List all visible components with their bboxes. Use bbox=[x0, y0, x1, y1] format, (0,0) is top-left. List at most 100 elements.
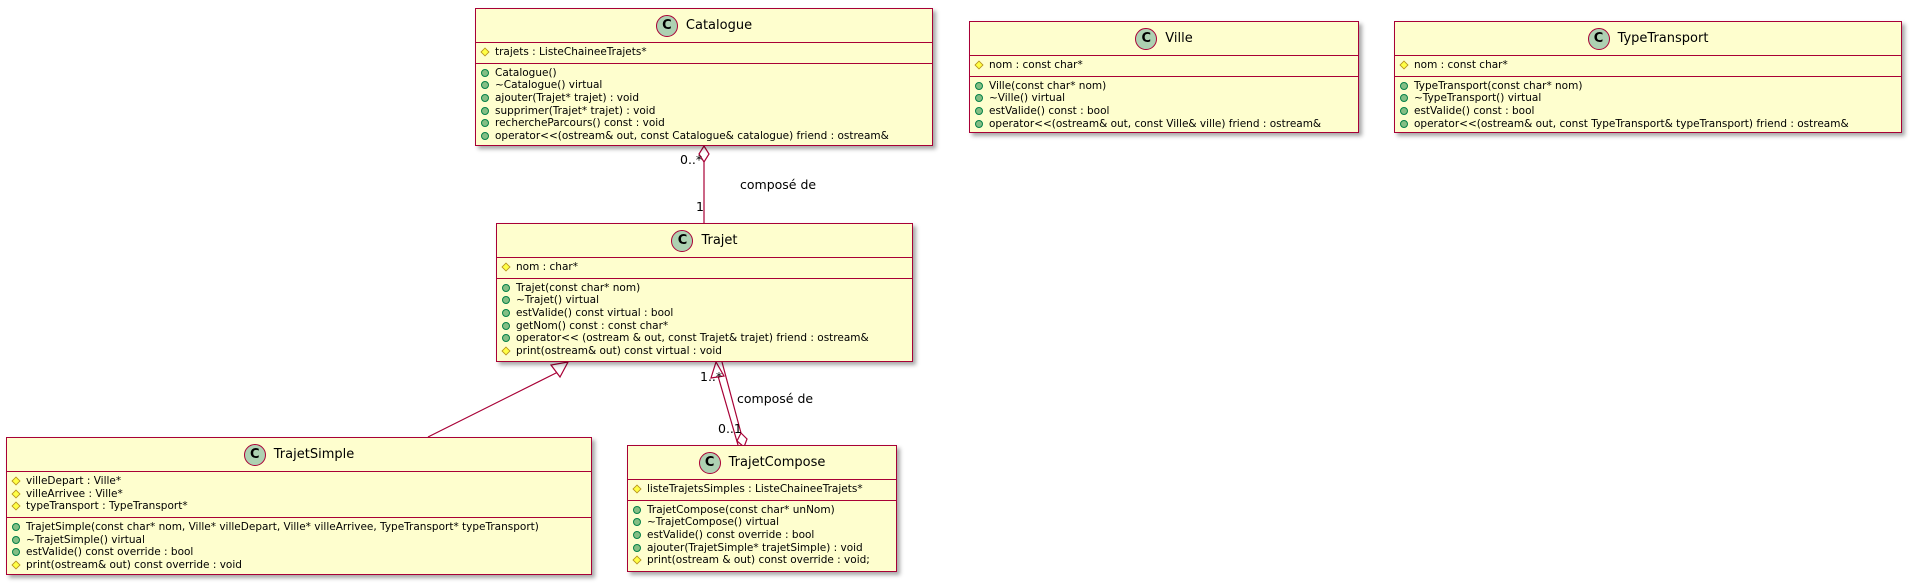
trajet-compose-multiplicity-from: 1..* bbox=[700, 369, 723, 384]
attribute-row: nom : char* bbox=[497, 261, 912, 274]
method-row: ~Ville() virtual bbox=[970, 92, 1358, 105]
method-text: operator<<(ostream& out, const Catalogue… bbox=[495, 129, 889, 142]
class-name: Catalogue bbox=[685, 18, 753, 33]
method-row: TrajetSimple(const char* nom, Ville* vil… bbox=[7, 521, 591, 534]
protected-visibility-icon bbox=[501, 346, 511, 356]
public-visibility-icon bbox=[481, 119, 489, 128]
method-row: operator<<(ostream& out, const TypeTrans… bbox=[1395, 117, 1901, 130]
method-row: print(ostream& out) const virtual : void bbox=[497, 345, 912, 358]
class-attributes: nom : char* bbox=[497, 258, 912, 278]
method-row: estValide() const virtual : bool bbox=[497, 307, 912, 320]
method-row: print(ostream& out) const override : voi… bbox=[7, 559, 591, 572]
class-name: TrajetCompose bbox=[728, 455, 826, 470]
public-visibility-icon bbox=[481, 94, 489, 103]
protected-visibility-icon bbox=[11, 476, 21, 486]
public-visibility-icon bbox=[1400, 81, 1408, 90]
class-attributes: nom : const char* bbox=[1395, 56, 1901, 76]
attribute-text: nom : char* bbox=[516, 261, 578, 274]
public-visibility-icon bbox=[12, 523, 20, 532]
class-badge-icon: C bbox=[243, 443, 266, 466]
public-visibility-icon bbox=[502, 283, 510, 292]
method-text: print(ostream & out) const override : vo… bbox=[647, 554, 870, 567]
public-visibility-icon bbox=[633, 505, 641, 514]
attribute-row: villeDepart : Ville* bbox=[7, 475, 591, 488]
method-text: getNom() const : const char* bbox=[516, 319, 669, 332]
class-trajetcompose[interactable]: C TrajetCompose listeTrajetsSimples : List… bbox=[627, 445, 897, 572]
method-row: print(ostream & out) const override : vo… bbox=[628, 554, 896, 567]
class-header: C TrajetCompose bbox=[628, 446, 896, 480]
public-visibility-icon bbox=[975, 94, 983, 103]
catalogue-multiplicity: 0..* bbox=[680, 152, 703, 167]
method-text: Trajet(const char* nom) bbox=[516, 281, 641, 294]
protected-visibility-icon bbox=[11, 489, 21, 499]
method-text: TrajetCompose(const char* unNom) bbox=[647, 503, 835, 516]
catalogue-trajet-label: composé de bbox=[740, 177, 817, 192]
method-text: estValide() const override : bool bbox=[647, 529, 815, 542]
class-badge-icon: C bbox=[698, 451, 721, 474]
method-row: estValide() const override : bool bbox=[7, 546, 591, 559]
class-name: Trajet bbox=[701, 233, 738, 248]
method-row: rechercheParcours() const : void bbox=[476, 117, 932, 130]
public-visibility-icon bbox=[12, 535, 20, 544]
class-badge-icon: C bbox=[671, 229, 694, 252]
method-text: ~Trajet() virtual bbox=[516, 294, 600, 307]
class-methods: TrajetSimple(const char* nom, Ville* vil… bbox=[7, 516, 591, 575]
method-row: TypeTransport(const char* nom) bbox=[1395, 80, 1901, 93]
trajet-compose-label: composé de bbox=[737, 391, 814, 406]
public-visibility-icon bbox=[502, 334, 510, 343]
method-row: estValide() const : bool bbox=[1395, 105, 1901, 118]
catalogue-aggregation-diamond bbox=[698, 144, 710, 164]
protected-visibility-icon bbox=[632, 555, 642, 565]
method-row: ~Trajet() virtual bbox=[497, 294, 912, 307]
method-text: ajouter(TrajetSimple* trajetSimple) : vo… bbox=[647, 541, 863, 554]
attribute-text: nom : const char* bbox=[989, 59, 1083, 72]
protected-visibility-icon bbox=[501, 262, 511, 272]
class-attributes: nom : const char* bbox=[970, 56, 1358, 76]
class-header: C Trajet bbox=[497, 224, 912, 258]
class-badge-icon: C bbox=[1135, 27, 1158, 50]
method-row: ~TrajetCompose() virtual bbox=[628, 516, 896, 529]
method-text: operator<<(ostream& out, const TypeTrans… bbox=[1414, 117, 1849, 130]
method-row: ~TrajetSimple() virtual bbox=[7, 533, 591, 546]
protected-visibility-icon bbox=[11, 560, 21, 570]
public-visibility-icon bbox=[481, 68, 489, 77]
trajetcompose-inheritance-link bbox=[717, 375, 739, 446]
method-row: Ville(const char* nom) bbox=[970, 80, 1358, 93]
public-visibility-icon bbox=[502, 296, 510, 305]
method-text: rechercheParcours() const : void bbox=[495, 117, 665, 130]
class-methods: TrajetCompose(const char* unNom)~TrajetC… bbox=[628, 499, 896, 571]
public-visibility-icon bbox=[633, 543, 641, 552]
trajetcompose-inheritance-arrow bbox=[710, 360, 725, 379]
method-text: estValide() const : bool bbox=[1414, 105, 1535, 118]
protected-visibility-icon bbox=[1399, 60, 1409, 70]
attribute-row: villeArrivee : Ville* bbox=[7, 488, 591, 501]
public-visibility-icon bbox=[975, 119, 983, 128]
class-attributes: villeDepart : Ville*villeArrivee : Ville… bbox=[7, 472, 591, 517]
method-text: Ville(const char* nom) bbox=[989, 79, 1107, 92]
trajetsimple-inheritance-arrow bbox=[549, 361, 570, 379]
public-visibility-icon bbox=[502, 321, 510, 330]
class-trajet[interactable]: C Trajet nom : char* Trajet(const char* nom… bbox=[496, 223, 913, 362]
method-text: ~Ville() virtual bbox=[989, 92, 1066, 105]
method-text: operator<< (ostream & out, const Trajet&… bbox=[516, 332, 869, 345]
method-row: estValide() const override : bool bbox=[628, 529, 896, 542]
public-visibility-icon bbox=[1400, 107, 1408, 116]
method-text: ajouter(Trajet* trajet) : void bbox=[495, 92, 640, 105]
method-text: ~Catalogue() virtual bbox=[495, 79, 603, 92]
protected-visibility-icon bbox=[480, 47, 490, 57]
public-visibility-icon bbox=[481, 106, 489, 115]
attribute-row: nom : const char* bbox=[1395, 59, 1901, 72]
method-row: getNom() const : const char* bbox=[497, 319, 912, 332]
class-attributes: listeTrajetsSimples : ListeChaineeTrajet… bbox=[628, 480, 896, 500]
protected-visibility-icon bbox=[11, 501, 21, 512]
method-row: operator<<(ostream& out, const Catalogue… bbox=[476, 130, 932, 143]
method-text: estValide() const : bool bbox=[989, 105, 1110, 118]
public-visibility-icon bbox=[633, 518, 641, 527]
